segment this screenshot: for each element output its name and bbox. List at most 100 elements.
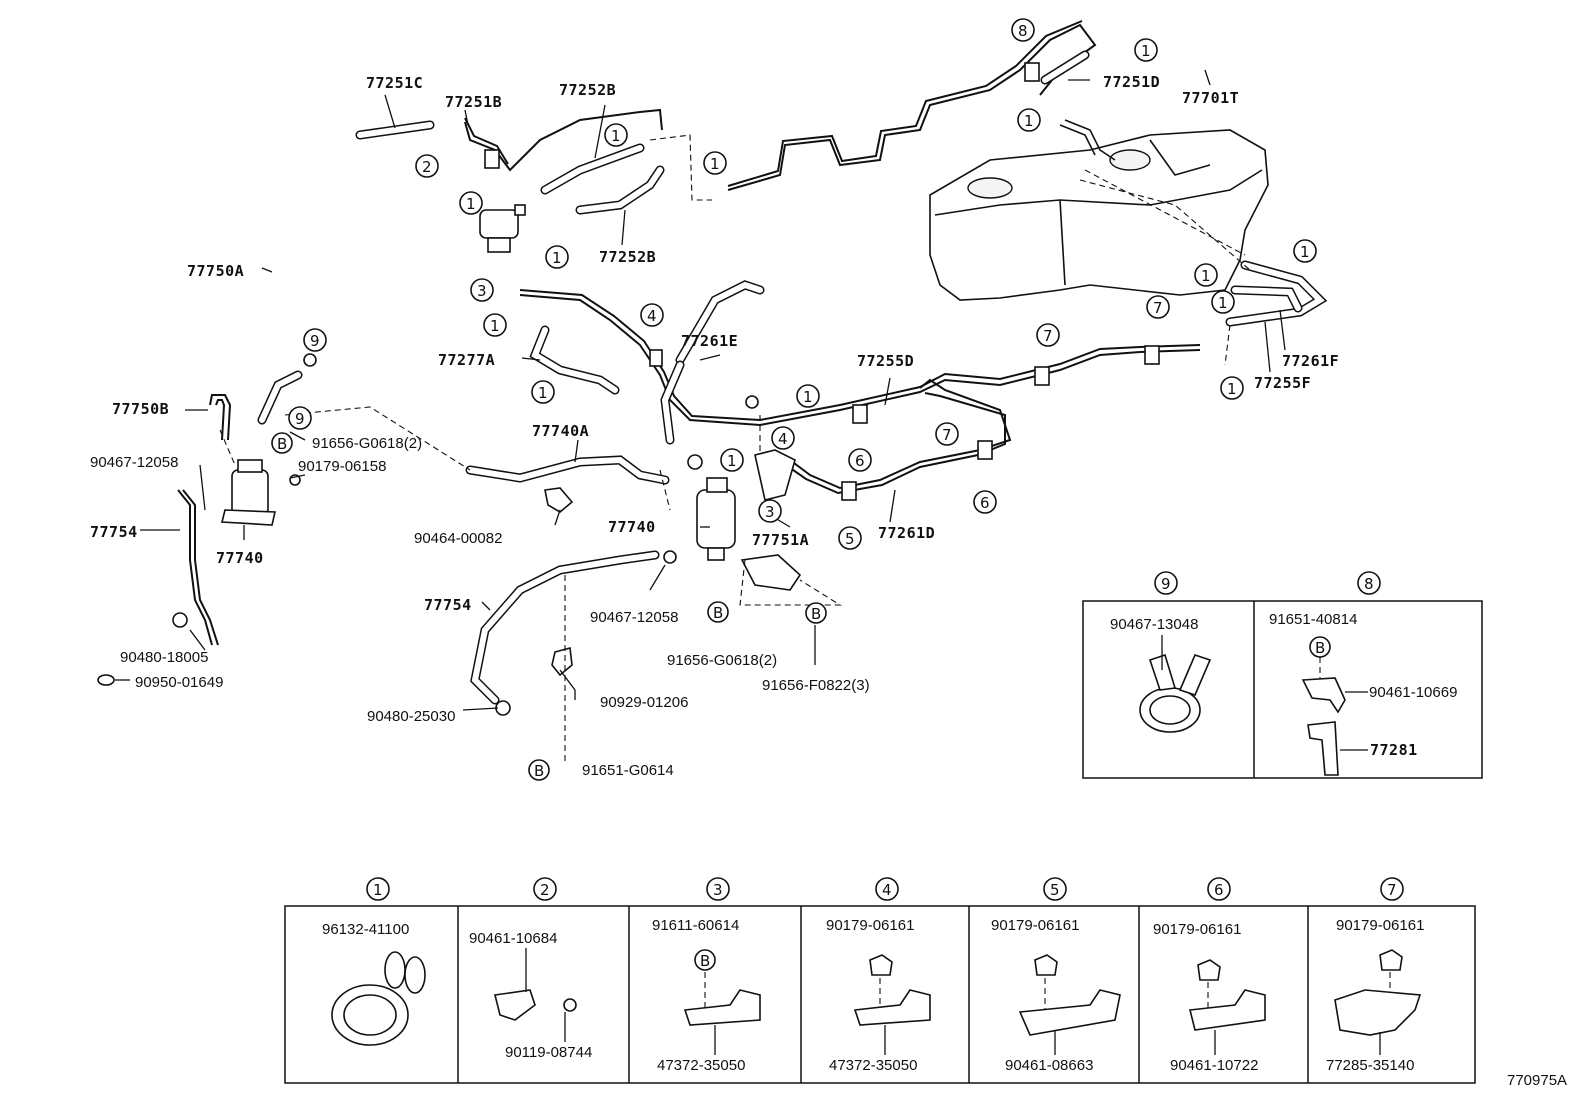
svg-text:B: B	[277, 435, 287, 453]
label-90480-25030: 90480-25030	[367, 708, 455, 725]
svg-text:6: 6	[855, 452, 865, 470]
bolt-icon	[563, 998, 577, 1012]
table-col-7-bottom: 77285-35140	[1326, 1057, 1414, 1074]
callout-b: B	[805, 602, 827, 624]
label-77750b: 77750B	[112, 400, 169, 418]
table-col-3-top: 91611-60614	[652, 917, 739, 934]
top-vent-lines	[727, 20, 1116, 191]
svg-text:1: 1	[538, 384, 548, 402]
label-77740-left: 77740	[216, 549, 264, 567]
nut-icon	[1197, 959, 1221, 981]
callout-1: 1	[1134, 38, 1158, 62]
clamp-parts-table: 1 96132-41100 2 90461-10684 90119-08744 …	[284, 877, 1476, 1084]
svg-text:B: B	[534, 762, 544, 780]
table-col-5-top: 90179-06161	[991, 917, 1079, 934]
inset-9-8: 9 8 90467-13048 91651-40814 90461-10669 …	[1082, 571, 1483, 779]
svg-text:1: 1	[552, 249, 562, 267]
inset-90467-13048: 90467-13048	[1110, 616, 1198, 633]
svg-text:7: 7	[1043, 327, 1053, 345]
nut-icon	[1034, 954, 1058, 976]
label-90950-01649: 90950-01649	[135, 674, 223, 691]
callout-1: 1	[720, 448, 744, 472]
label-91656-g0618-mid: 91656-G0618(2)	[667, 652, 777, 669]
inset-header-9: 9	[1154, 571, 1178, 595]
clamp-bracket-icon	[1334, 989, 1422, 1036]
left-filter-assembly	[97, 353, 317, 686]
table-col-4-bottom: 47372-35050	[829, 1057, 917, 1074]
callout-1: 1	[604, 123, 628, 147]
label-77740-mid: 77740	[608, 518, 656, 536]
svg-text:1: 1	[1218, 294, 1228, 312]
label-77252b-bottom: 77252B	[599, 248, 656, 266]
upper-left-hoses	[355, 108, 665, 253]
label-90480-18005: 90480-18005	[120, 649, 208, 666]
svg-text:2: 2	[422, 158, 432, 176]
nut-icon	[869, 954, 893, 976]
label-77261f: 77261F	[1282, 352, 1339, 370]
label-90467-12058-mid: 90467-12058	[590, 609, 678, 626]
callout-6: 6	[848, 448, 872, 472]
table-col-1: 1 96132-41100	[322, 877, 426, 1046]
callout-7: 7	[935, 422, 959, 446]
inset-header-8: 8	[1357, 571, 1381, 595]
table-col-3: 3 91611-60614 47372-35050 B	[652, 877, 761, 1074]
svg-text:4: 4	[882, 881, 892, 899]
bracket-icon	[494, 989, 536, 1021]
svg-text:9: 9	[1161, 575, 1171, 593]
table-col-2-bottom: 90119-08744	[505, 1044, 592, 1061]
label-77255d: 77255D	[857, 352, 914, 370]
table-col-2-top: 90461-10684	[469, 930, 557, 947]
table-col-4: 4 90179-06161 47372-35050	[826, 877, 931, 1074]
svg-text:1: 1	[710, 155, 720, 173]
callout-1: 1	[1293, 239, 1317, 263]
label-77277a: 77277A	[438, 351, 495, 369]
callout-1: 1	[1194, 263, 1218, 287]
svg-text:6: 6	[980, 494, 990, 512]
svg-text:7: 7	[1153, 299, 1163, 317]
svg-text:2: 2	[540, 881, 550, 899]
label-77255f: 77255F	[1254, 374, 1311, 392]
label-77754-left: 77754	[90, 523, 138, 541]
main-fuel-lines	[519, 62, 1328, 501]
label-77740a: 77740A	[532, 422, 589, 440]
svg-text:1: 1	[1300, 243, 1310, 261]
label-77754-mid: 77754	[424, 596, 472, 614]
table-col-5: 5 90179-06161 90461-08663	[991, 877, 1121, 1074]
callout-1: 1	[545, 245, 569, 269]
table-col-6-bottom: 90461-10722	[1170, 1057, 1258, 1074]
table-col-7: 7 90179-06161 77285-35140	[1326, 877, 1424, 1074]
label-90467-12058-left: 90467-12058	[90, 454, 178, 471]
table-col-1-top: 96132-41100	[322, 921, 409, 938]
callouts: 1 1 1 1 1 1 1 1 1 1 1 1 1 1 2 3 3 4 4 5 …	[271, 18, 1317, 781]
clamp-bracket-icon	[1018, 989, 1121, 1036]
callout-1: 1	[531, 380, 555, 404]
callout-1: 1	[459, 191, 483, 215]
diagram-id: 770975A	[1507, 1072, 1567, 1089]
callout-b: B	[1309, 636, 1331, 658]
svg-text:3: 3	[477, 282, 487, 300]
bracket-icon	[1301, 677, 1346, 776]
callout-1: 1	[483, 313, 507, 337]
callout-4: 4	[640, 303, 664, 327]
svg-text:1: 1	[611, 127, 621, 145]
clamp-bracket-icon	[1189, 989, 1266, 1031]
svg-text:8: 8	[1364, 575, 1374, 593]
label-77251b: 77251B	[445, 93, 502, 111]
callout-4: 4	[771, 426, 795, 450]
callout-9: 9	[288, 406, 312, 430]
svg-text:1: 1	[466, 195, 476, 213]
clamp-bracket-icon	[683, 989, 761, 1026]
inset-90461-10669: 90461-10669	[1369, 684, 1457, 701]
fuel-tank	[929, 129, 1269, 301]
table-col-3-bottom: 47372-35050	[657, 1057, 745, 1074]
callout-b: B	[528, 759, 550, 781]
hose-clamp-icon	[1139, 653, 1212, 733]
svg-text:3: 3	[713, 881, 723, 899]
callout-1: 1	[796, 384, 820, 408]
label-90464-00082: 90464-00082	[414, 530, 502, 547]
svg-text:7: 7	[1387, 881, 1397, 899]
label-91656-f0822: 91656-F0822(3)	[762, 677, 870, 694]
part-labels: 77251C 77251B 77252B 77252B 77251D 77701…	[90, 73, 1567, 1089]
callout-b: B	[271, 432, 293, 454]
label-77701t: 77701T	[1182, 89, 1239, 107]
